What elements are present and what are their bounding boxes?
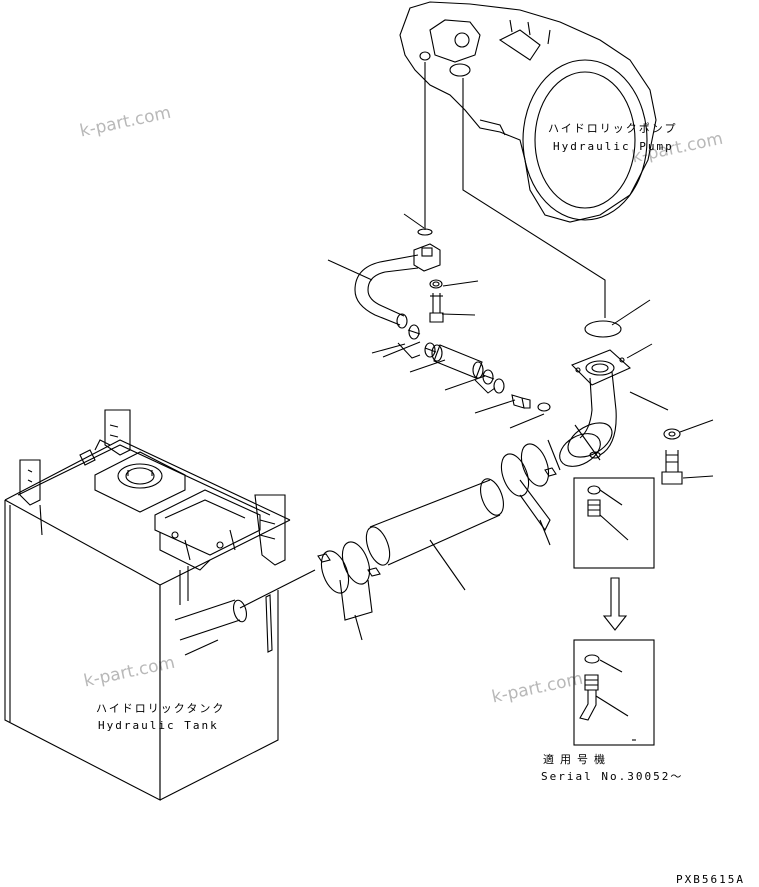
hydraulic-pump bbox=[399, 1, 657, 223]
suction-hose bbox=[365, 478, 504, 591]
pump-label-en: Hydraulic Pump bbox=[553, 140, 674, 153]
tank-label-en: Hydraulic Tank bbox=[98, 719, 219, 732]
hose-clamps-lower bbox=[317, 443, 557, 641]
serial-number-label: Serial No.30052～ bbox=[541, 770, 684, 783]
detail-box-current bbox=[573, 477, 655, 569]
hydraulic-tank bbox=[4, 409, 291, 801]
hose-clamps-upper bbox=[407, 324, 505, 394]
callout-leaders bbox=[327, 213, 714, 479]
elbow-pipe bbox=[547, 320, 631, 471]
applicable-serial-label-jp: 適用号機 bbox=[543, 753, 611, 766]
drawing-id: PXB5615A bbox=[676, 873, 745, 886]
detail-box-serial bbox=[573, 639, 655, 746]
pump-label-jp: ハイドロリックポンプ bbox=[548, 122, 678, 135]
down-arrow bbox=[602, 577, 628, 631]
elbow-hose bbox=[354, 243, 441, 329]
tank-label-jp: ハイドロリックタンク bbox=[96, 702, 226, 715]
